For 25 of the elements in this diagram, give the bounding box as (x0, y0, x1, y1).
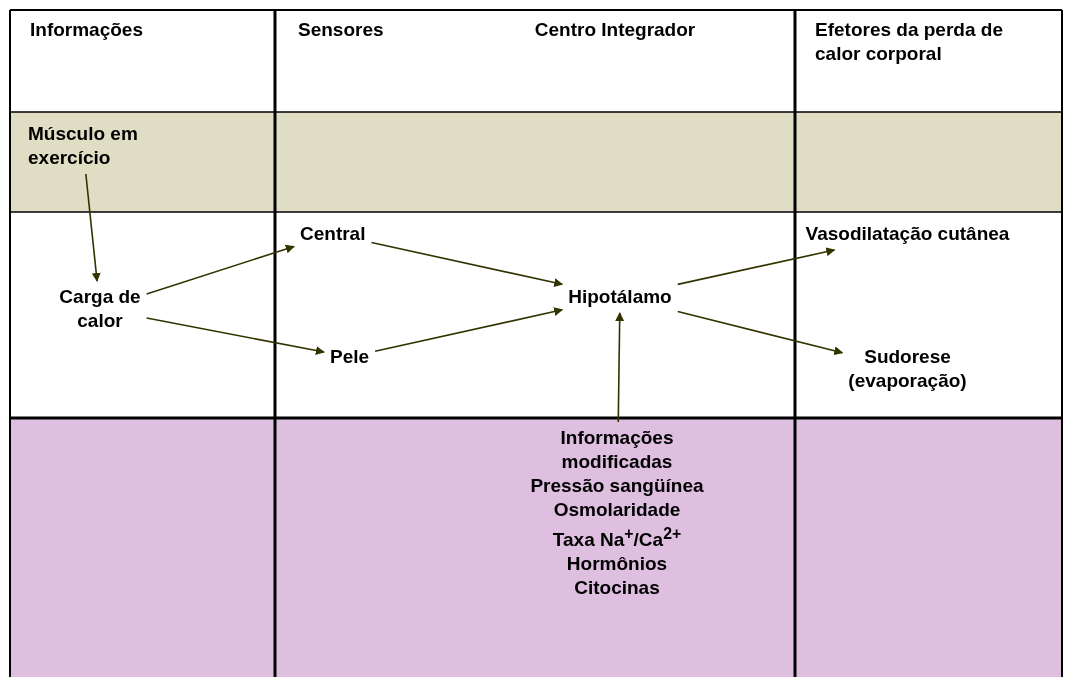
node-text: Músculo em exercício (28, 122, 139, 170)
node-text: Sudorese (evaporação) (847, 345, 968, 393)
column-header: Sensores (298, 18, 385, 42)
arrow (676, 310, 844, 356)
arrow (145, 317, 325, 355)
node-text: Vasodilatação cutânea (805, 222, 1010, 246)
arrow (676, 247, 836, 286)
node-text: Hipotálamo (567, 285, 673, 309)
node-text: Citocinas (573, 576, 661, 601)
node-text: Carga de calor (58, 285, 142, 333)
node-text: Informações modificadas (559, 426, 675, 474)
column-header: Efetores da perda de calor corporal (815, 18, 1004, 66)
node-text: Taxa Na$^{+}$/Ca$^{2+}$ (551, 524, 683, 553)
node-text: Hormônios (565, 552, 669, 577)
arrow (374, 307, 564, 353)
column-header: Centro Integrador (533, 18, 697, 42)
arrow (85, 173, 101, 282)
node-text: Osmolaridade (552, 498, 682, 522)
column-header: Informações (30, 18, 144, 42)
arrow (615, 312, 625, 423)
arrow (370, 241, 564, 287)
arrow (145, 244, 295, 295)
node-text: Pressão sangüínea (529, 474, 705, 498)
node-text: Central (300, 222, 367, 246)
node-text: Pele (330, 345, 371, 369)
